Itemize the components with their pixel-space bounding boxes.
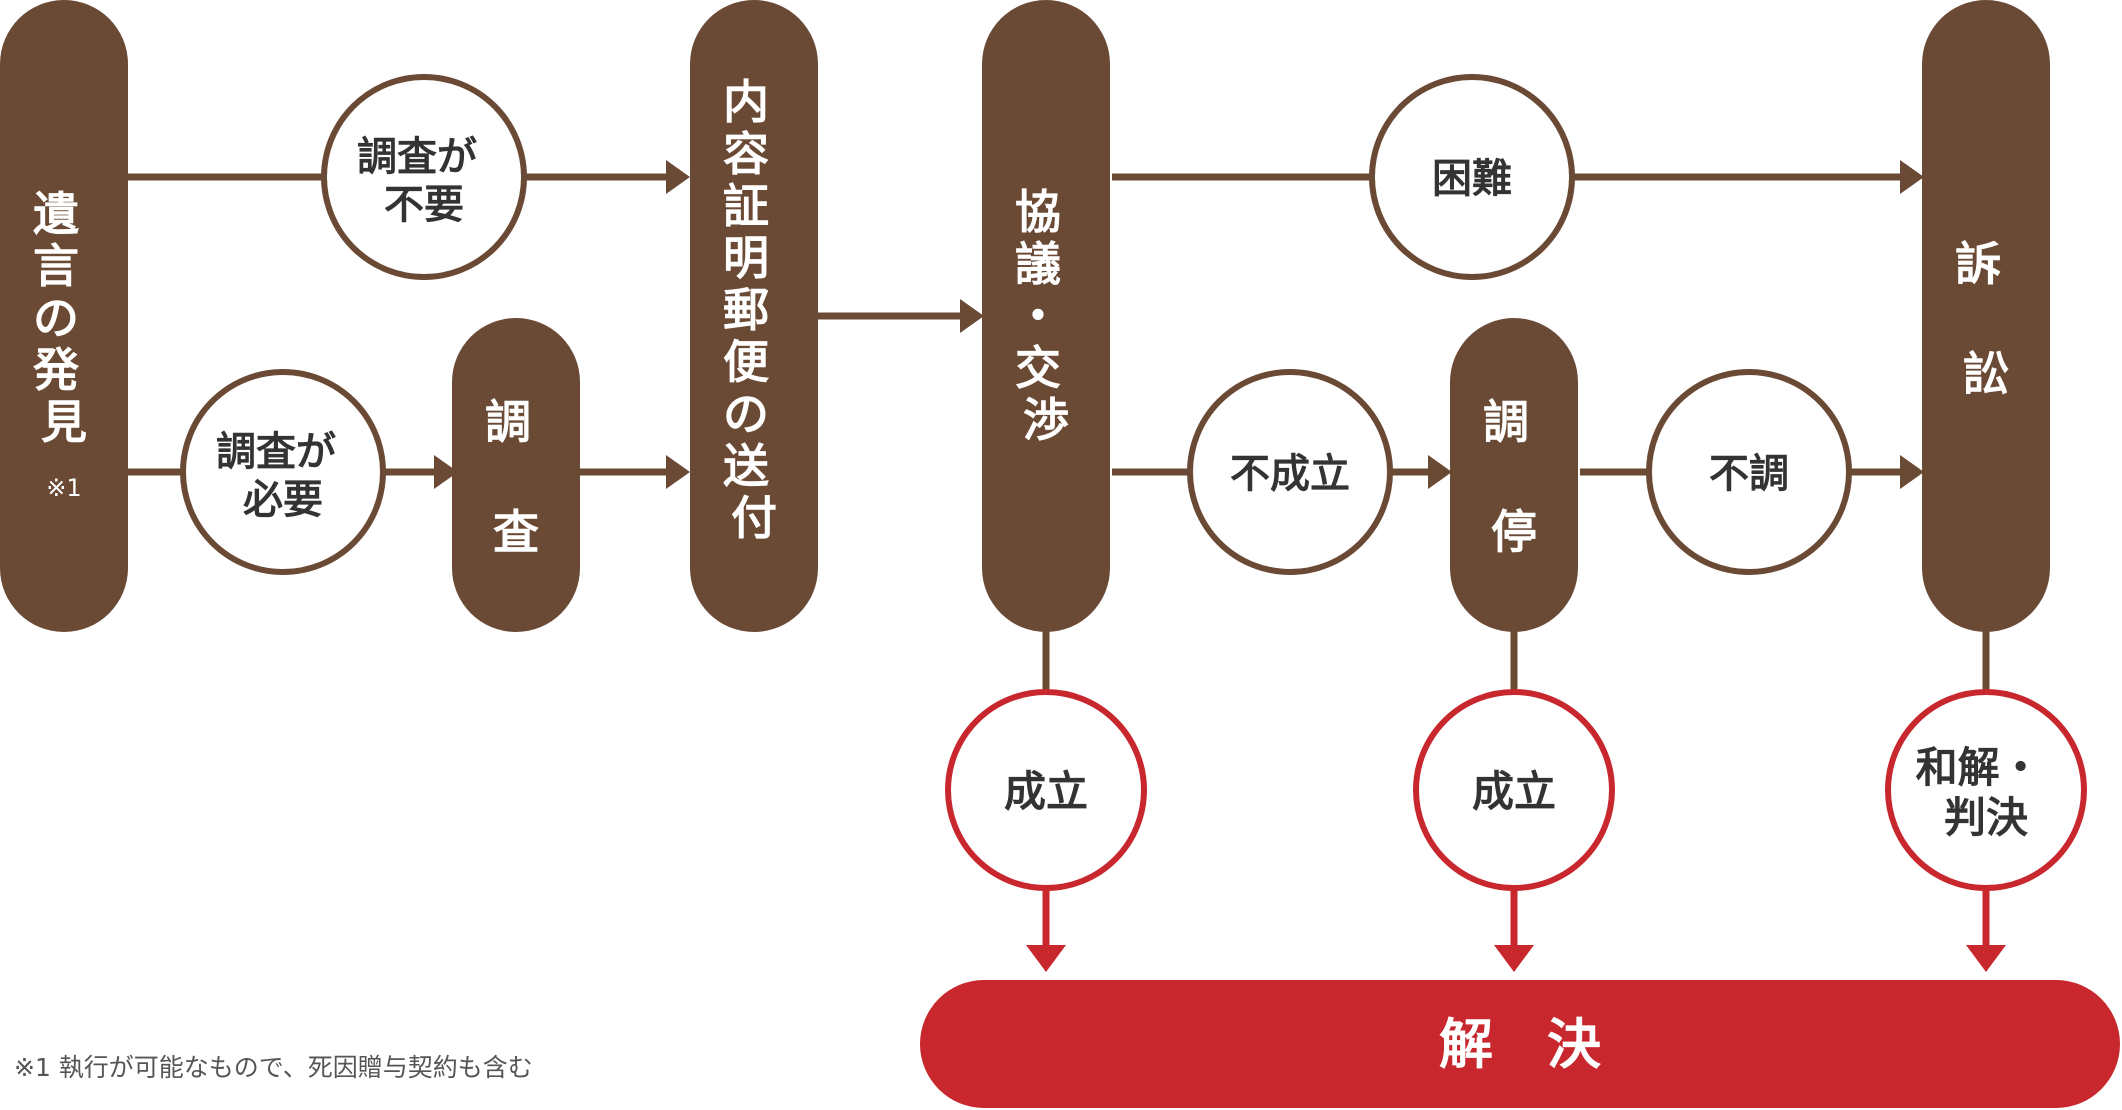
result-negotiation-label: 成立 xyxy=(1004,767,1088,816)
circle-failed: 不調 xyxy=(1646,369,1852,575)
circle-no-survey: 調査が 不要 xyxy=(321,74,527,280)
discovery-footnote-mark: ※1 xyxy=(46,474,81,502)
discovery-label: 遺 言 の 発 見 xyxy=(33,187,95,449)
result-lawsuit-line1: 和解・ xyxy=(1916,743,2042,792)
brown-arrowheads xyxy=(434,160,1924,489)
need-survey-line1: 調査が xyxy=(216,429,336,475)
brown-connectors xyxy=(126,173,1990,692)
no-survey-line1: 調査が xyxy=(357,134,477,180)
arrowhead-lawsuit-top xyxy=(1900,160,1924,194)
arrowhead-mail-top xyxy=(666,160,690,194)
arrowhead-negotiation xyxy=(960,299,984,333)
red-arrowheads xyxy=(1026,945,2006,972)
arrowhead-mediation xyxy=(1428,455,1452,489)
certified-mail-label: 内 容 証 明 郵 便 の 送 付 xyxy=(723,75,785,545)
pill-negotiation: 協 議 ・ 交 渉 xyxy=(982,0,1110,632)
footnote: ※1 執行が可能なもので、死因贈与契約も含む xyxy=(14,1053,533,1082)
svg-text:調査が 必要: 調査が 必要 xyxy=(216,429,350,523)
result-mediation-label: 成立 xyxy=(1472,767,1556,816)
red-connectors xyxy=(1042,888,1990,945)
resolution-label: 解 決 xyxy=(1439,1013,1601,1076)
circle-difficult: 困難 xyxy=(1369,74,1575,280)
arrowhead-survey xyxy=(434,455,458,489)
no-survey-line2: 不要 xyxy=(384,182,464,228)
pill-mediation: 調 停 xyxy=(1450,318,1578,632)
red-arrowhead-negotiation xyxy=(1026,945,1066,972)
negotiation-label: 協 議 ・ 交 渉 xyxy=(1015,185,1077,447)
circle-result-lawsuit: 和解・ 判決 xyxy=(1885,689,2087,891)
difficult-label: 困難 xyxy=(1432,156,1512,202)
svg-text:和解・ 判決: 和解・ 判決 xyxy=(1916,743,2057,842)
circle-need-survey: 調査が 必要 xyxy=(180,369,386,575)
circle-result-mediation: 成立 xyxy=(1413,689,1615,891)
lawsuit-label: 訴 訟 xyxy=(1955,237,2017,401)
failed-label: 不調 xyxy=(1709,451,1789,497)
circle-not-established: 不成立 xyxy=(1187,369,1393,575)
resolution-bar: 解 決 xyxy=(920,980,2120,1108)
pill-discovery: 遺 言 の 発 見 ※1 xyxy=(0,0,128,632)
arrowhead-mail-bottom xyxy=(666,455,690,489)
arrowhead-lawsuit-bottom xyxy=(1900,455,1924,489)
circle-result-negotiation: 成立 xyxy=(945,689,1147,891)
pill-certified-mail: 内 容 証 明 郵 便 の 送 付 xyxy=(690,0,818,632)
svg-text:調査が 不要: 調査が 不要 xyxy=(357,134,491,228)
result-lawsuit-line2: 判決 xyxy=(1944,793,2028,842)
mediation-label: 調 停 xyxy=(1483,395,1545,559)
not-established-label: 不成立 xyxy=(1230,451,1350,497)
survey-label: 調 査 xyxy=(485,395,547,559)
pill-survey: 調 査 xyxy=(452,318,580,632)
pill-lawsuit: 訴 訟 xyxy=(1922,0,2050,632)
red-arrowhead-mediation xyxy=(1494,945,1534,972)
need-survey-line2: 必要 xyxy=(243,477,323,523)
red-arrowhead-lawsuit xyxy=(1966,945,2006,972)
